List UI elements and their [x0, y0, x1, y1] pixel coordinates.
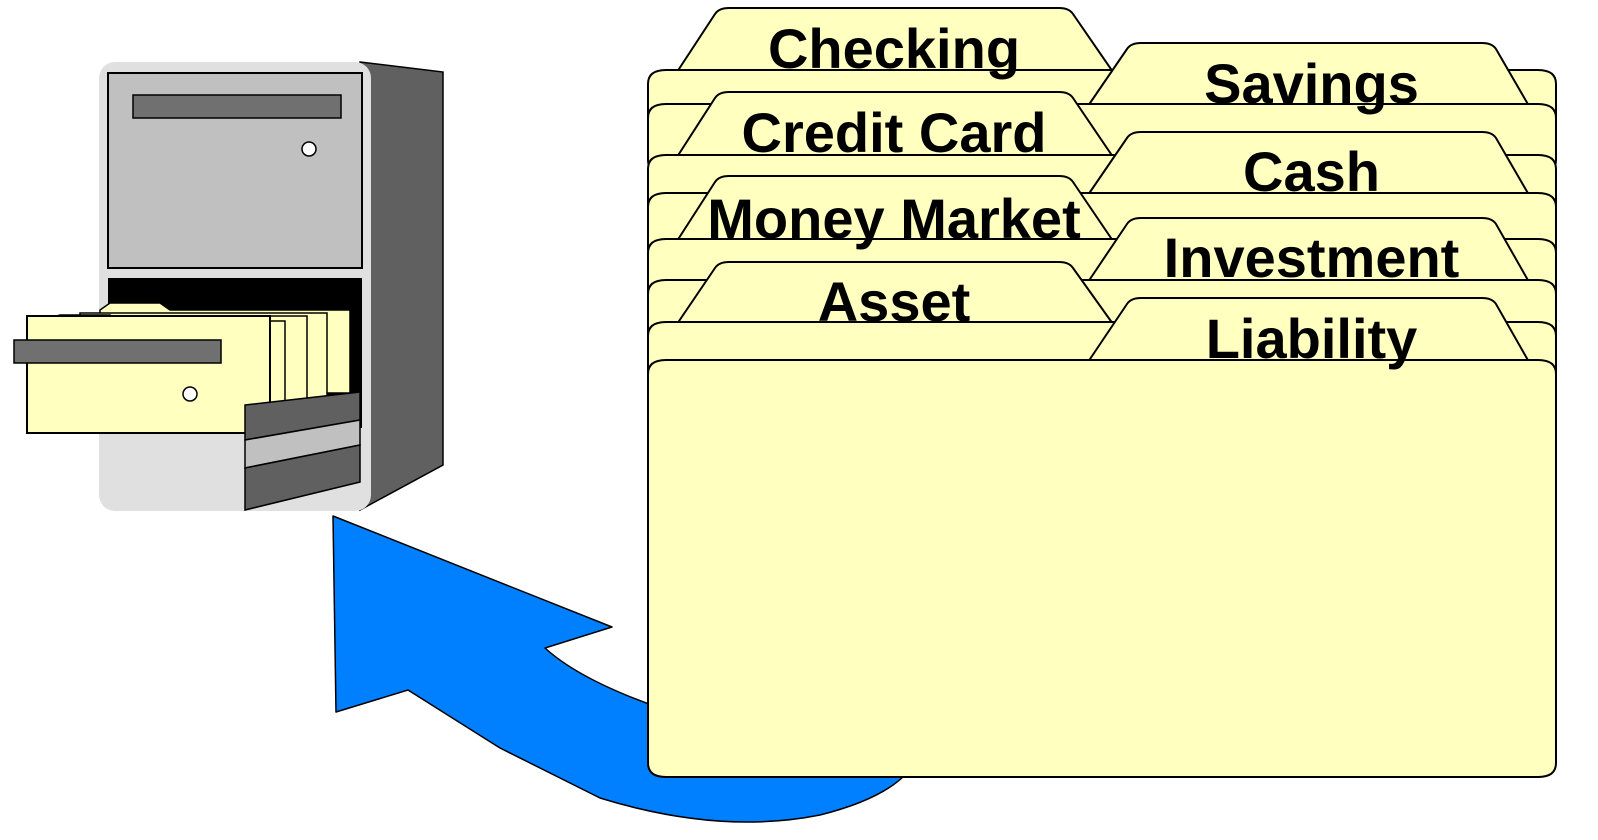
- top-drawer-handle: [132, 94, 342, 119]
- top-drawer-lock: [301, 141, 317, 157]
- filing-cabinet-icon: [13, 61, 444, 512]
- folder-label: Cash: [1243, 140, 1380, 203]
- folder-tab: [1086, 217, 1531, 283]
- open-drawer-front: [26, 315, 271, 434]
- folder-tab: [675, 7, 1115, 73]
- folder-tab: [1086, 297, 1531, 363]
- drawer-rail: [244, 444, 361, 511]
- folder-tab: [675, 175, 1115, 242]
- folder-label: Checking: [768, 17, 1020, 80]
- open-drawer-lock: [182, 386, 198, 402]
- cabinet-side: [359, 61, 444, 512]
- folder-label: Credit Card: [742, 101, 1047, 164]
- folder: Liability: [647, 297, 1557, 778]
- folder-label: Liability: [1206, 307, 1418, 370]
- folder-label: Investment: [1164, 226, 1460, 289]
- folder-tab: [675, 91, 1115, 158]
- folder-label: Money Market: [707, 187, 1080, 250]
- folder-label: Asset: [818, 270, 971, 333]
- folder-body: [647, 359, 1557, 778]
- folder-tab: [675, 261, 1115, 325]
- folder-label: Savings: [1204, 52, 1419, 115]
- folder-tab: [1086, 42, 1531, 107]
- open-drawer-handle: [13, 339, 222, 364]
- folder-tab: [1086, 131, 1531, 196]
